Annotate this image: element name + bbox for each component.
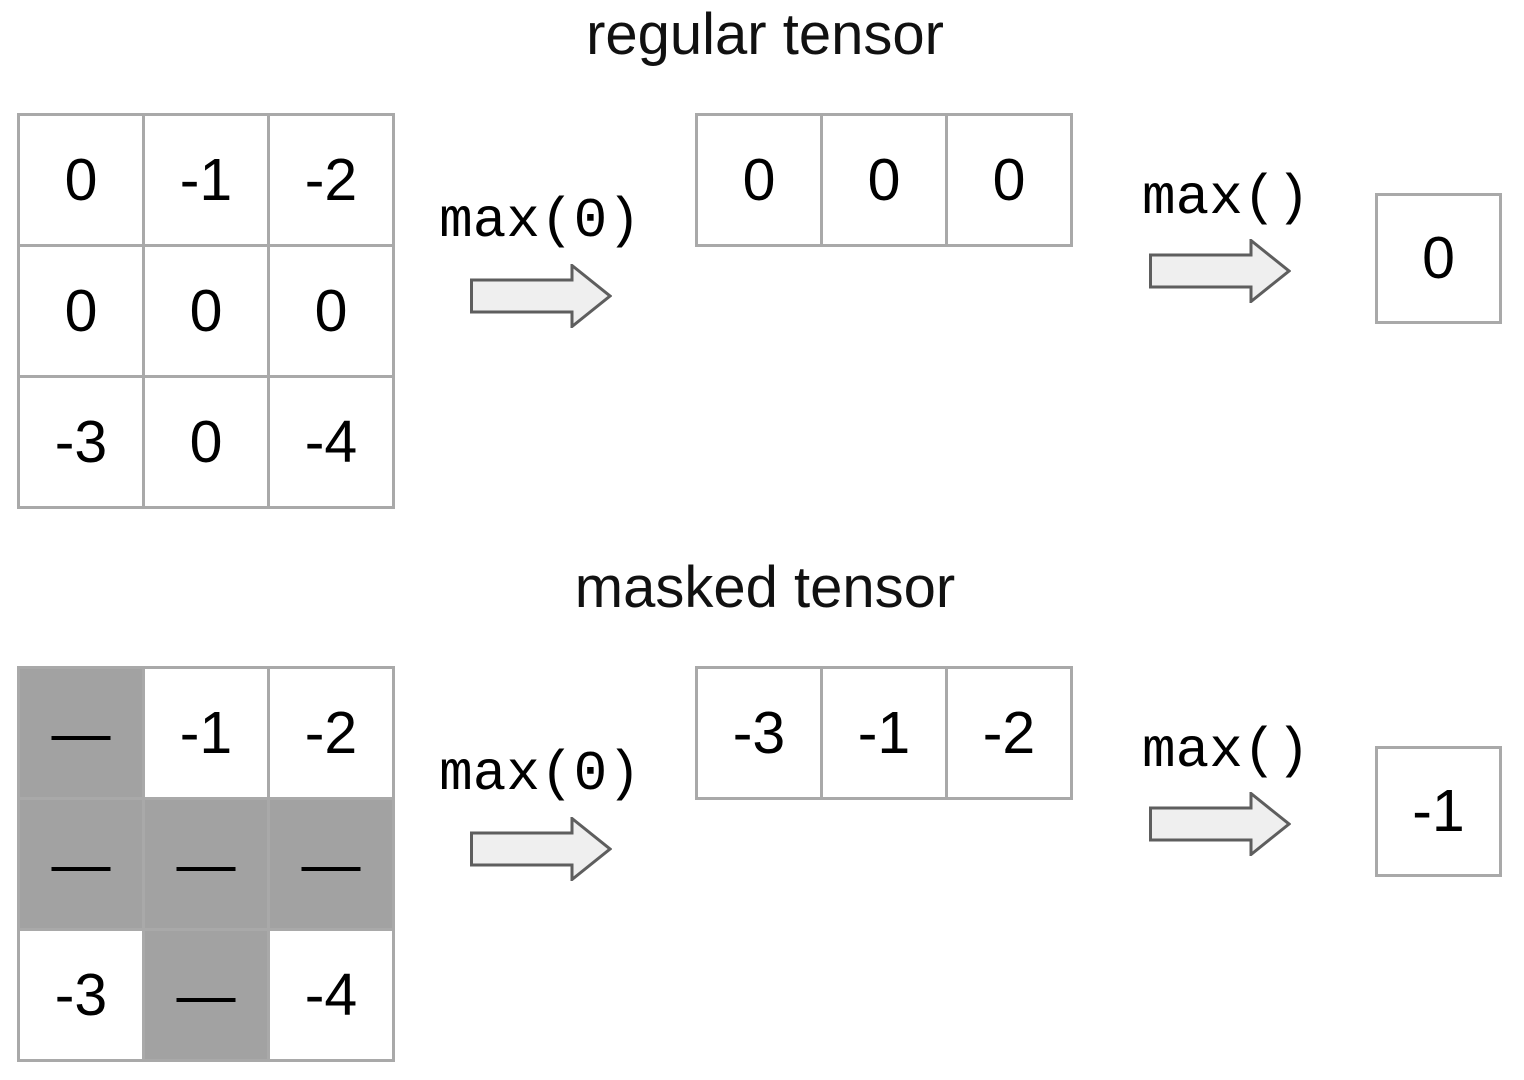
matrix-cell: -3 [20, 931, 142, 1059]
arrow-right-icon [1149, 239, 1291, 303]
matrix-cell: -4 [270, 931, 392, 1059]
arrow-right-icon [470, 817, 612, 881]
row-result-cell: -3 [698, 669, 820, 797]
matrix-cell: -2 [270, 669, 392, 797]
masked-cell: — [145, 800, 267, 928]
intermediate-row: -3-1-2 [695, 666, 1073, 800]
row-result-cell: -1 [823, 669, 945, 797]
reduce-dim-op-label: max(0) [439, 189, 641, 253]
row-result-cell: 0 [823, 116, 945, 244]
matrix-cell: 0 [20, 247, 142, 375]
matrix-cell: 0 [20, 116, 142, 244]
row-result-cell: -2 [948, 669, 1070, 797]
arrow-right-icon [470, 264, 612, 328]
section-title: regular tensor [586, 2, 944, 67]
masked-cell: — [20, 669, 142, 797]
masked-cell: — [20, 800, 142, 928]
matrix-cell: -4 [270, 378, 392, 506]
row-result-cell: 0 [948, 116, 1070, 244]
matrix-cell: -1 [145, 669, 267, 797]
matrix-cell: -2 [270, 116, 392, 244]
reduce-dim-op-label: max(0) [439, 742, 641, 806]
masked-cell: — [270, 800, 392, 928]
section-title: masked tensor [574, 555, 956, 620]
matrix-cell: -3 [20, 378, 142, 506]
reduce-all-op-label: max() [1141, 166, 1311, 230]
section-masked-tensor: masked tensor —-1-2———-3—-4 max(0) -3-1-… [0, 553, 1524, 1080]
matrix-cell: 0 [145, 247, 267, 375]
row-result-cell: 0 [698, 116, 820, 244]
arrow-right-icon [1149, 792, 1291, 856]
result-cell: 0 [1375, 193, 1502, 324]
reduce-all-op-label: max() [1141, 719, 1311, 783]
matrix-cell: 0 [145, 378, 267, 506]
matrix-cell: -1 [145, 116, 267, 244]
result-cell: -1 [1375, 746, 1502, 877]
input-matrix: —-1-2———-3—-4 [17, 666, 395, 1062]
masked-cell: — [145, 931, 267, 1059]
matrix-cell: 0 [270, 247, 392, 375]
